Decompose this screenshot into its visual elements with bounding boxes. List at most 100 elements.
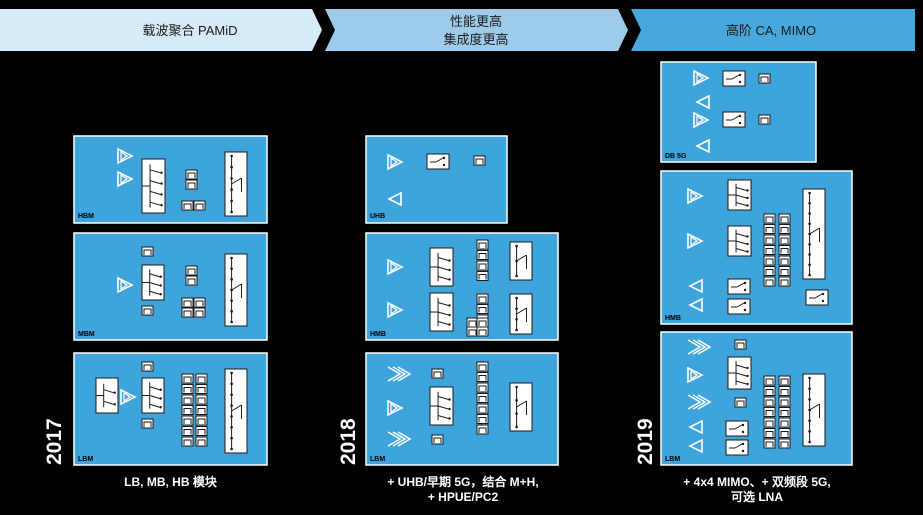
filter-icon (141, 418, 154, 429)
caption-2018: + UHB/早期 5G，结合 M+H, + HPUE/PC2 (338, 475, 588, 505)
antenna-switch-icon (802, 188, 826, 280)
header-segment-1 (0, 9, 322, 51)
power-amplifier-icon (117, 147, 134, 165)
filter-icon (193, 297, 206, 308)
filter-icon (141, 246, 154, 257)
module-lbm-2018: LBM (365, 352, 559, 466)
band-switch-icon (805, 289, 829, 306)
band-switch-icon (95, 377, 119, 414)
column-2019: DB 5G HMB LBM (660, 61, 853, 466)
module-mbm-2017: MBM (73, 232, 268, 341)
band-switch-icon (727, 179, 752, 211)
filter-icon (141, 305, 154, 316)
filter-icon (734, 397, 747, 408)
power-amplifier-icon (687, 232, 704, 250)
module-label: HMB (370, 331, 386, 338)
module-label: LBM (78, 456, 93, 463)
power-amplifier-icon (687, 366, 704, 384)
power-amplifier-icon (117, 170, 134, 188)
header-segment-3 (631, 9, 915, 51)
module-label: LBM (370, 456, 385, 463)
power-amplifier-icon (687, 394, 712, 410)
year-2019: 2019 (634, 418, 657, 465)
band-switch-icon (426, 153, 450, 170)
power-amplifier-icon (117, 276, 134, 294)
filter-icon (476, 317, 489, 328)
filter-icon (181, 297, 194, 308)
filter-icon (193, 307, 206, 318)
caption-2017: LB, MB, HB 模块 (74, 475, 267, 490)
filter-icon (758, 73, 771, 84)
power-amplifier-icon (687, 187, 704, 205)
power-amplifier-icon (693, 69, 710, 87)
module-label: MBM (78, 331, 95, 338)
module-label: HBM (78, 213, 94, 220)
filter-icon (181, 307, 194, 318)
power-amplifier-icon (387, 301, 404, 319)
module-label: HMB (665, 315, 681, 322)
filter-icon (141, 361, 154, 372)
caption-2019-line1: + 4x4 MIMO、+ 双频段 5G, (683, 475, 831, 489)
header-bar: 载波聚合 PAMiD 性能更高 集成度更高 高阶 CA, MIMO (0, 9, 915, 51)
filter-icon (778, 213, 791, 287)
power-amplifier-icon (687, 339, 712, 355)
antenna-switch-icon (509, 293, 533, 335)
column-2017: HBM MBM LBM (73, 135, 268, 466)
band-switch-icon (727, 298, 751, 315)
caption-2018-line2: + HPUE/PC2 (427, 490, 499, 504)
filter-icon (476, 326, 489, 337)
module-hbm-2017: HBM (73, 135, 268, 224)
header-label-2a: 性能更高 (450, 14, 502, 29)
power-amplifier-icon (387, 431, 412, 447)
header-label-1: 载波聚合 PAMiD (142, 23, 237, 38)
filter-icon (195, 373, 208, 447)
antenna-switch-icon (802, 373, 826, 447)
lna-icon (688, 297, 703, 313)
filter-icon (734, 339, 747, 350)
filter-icon (185, 169, 198, 180)
module-lbm-2019: LBM (660, 331, 853, 466)
band-switch-icon (727, 356, 752, 390)
header-label-2b: 集成度更高 (443, 32, 508, 47)
filter-icon (466, 326, 479, 337)
module-hmb-2018: HMB (365, 232, 559, 341)
band-switch-icon (429, 386, 454, 426)
header-label-3: 高阶 CA, MIMO (726, 23, 816, 38)
power-amplifier-icon (387, 366, 412, 382)
filter-icon (473, 155, 486, 166)
filter-icon (431, 368, 444, 379)
band-switch-icon (429, 292, 454, 332)
header-segment-2 (325, 9, 628, 51)
band-switch-icon (429, 247, 454, 287)
filter-icon (476, 361, 489, 435)
antenna-switch-icon (224, 253, 248, 327)
band-switch-icon (722, 111, 746, 128)
filter-icon (758, 114, 771, 125)
antenna-switch-icon (509, 382, 533, 432)
filter-icon (778, 375, 791, 449)
band-switch-icon (727, 278, 751, 295)
antenna-switch-icon (509, 241, 533, 281)
power-amplifier-icon (693, 111, 710, 129)
antenna-switch-icon (224, 151, 248, 217)
power-amplifier-icon (120, 388, 137, 406)
lna-icon (387, 191, 402, 207)
module-lbm-2017: LBM (73, 352, 268, 466)
lna-icon (695, 138, 710, 154)
filter-icon (185, 179, 198, 190)
band-switch-icon (141, 377, 165, 414)
filter-icon (466, 317, 479, 328)
filter-icon (185, 265, 198, 276)
caption-2019-line2: 可选 LNA (731, 490, 783, 504)
band-switch-icon (722, 70, 746, 87)
module-db5g-2019: DB 5G (660, 61, 817, 163)
year-2018: 2018 (337, 418, 360, 465)
band-switch-icon (141, 158, 166, 214)
band-switch-icon (725, 439, 749, 456)
filter-icon (763, 375, 776, 449)
caption-2017-line1: LB, MB, HB 模块 (124, 475, 217, 489)
filter-icon (185, 275, 198, 286)
filter-icon (193, 200, 206, 211)
lna-icon (688, 278, 703, 294)
